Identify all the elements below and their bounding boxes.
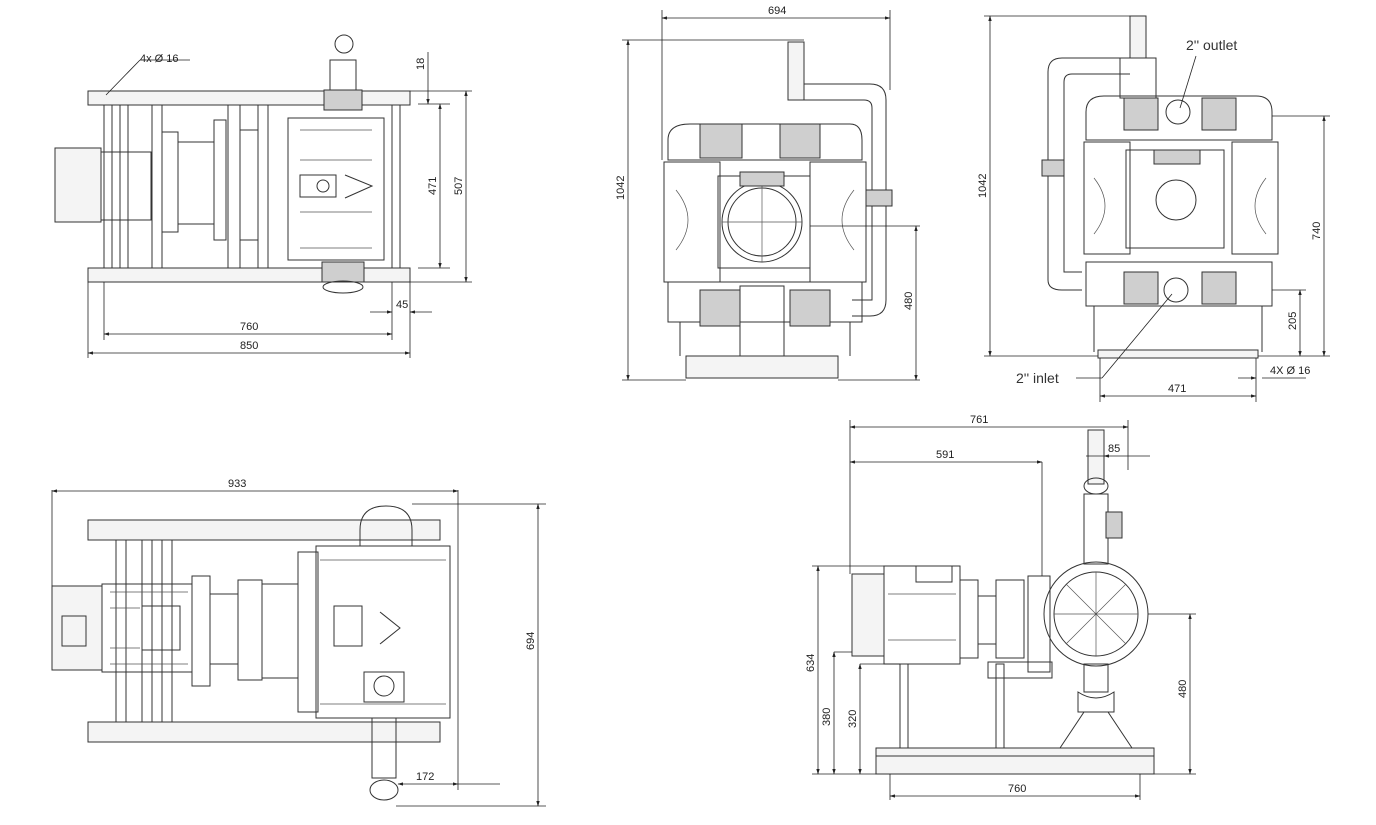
bottom-plan-view: 933 694 172 [51,478,546,807]
side-dim-chamber: 740 [1311,222,1323,240]
holes-label: 4x Ø 16 [140,53,179,65]
side-elevation-view: 2'' outlet 2'' inlet 4X Ø 16 1042 740 20… [977,15,1330,402]
motor-dim-total: 761 [970,414,988,426]
side-motor-view: 761 591 85 634 380 320 480 760 [805,414,1196,800]
dim-overhang: 45 [396,299,408,311]
dim-top-gap: 18 [415,58,427,70]
plan-dim-offset: 172 [416,771,434,783]
dim-inner-height: 471 [427,177,439,195]
plan-dim-length: 933 [228,478,246,490]
side-holes-label: 4X Ø 16 [1270,365,1310,377]
side-dim-height: 1042 [977,174,989,198]
motor-dim-height: 634 [805,654,817,672]
motor-dim-pump: 591 [936,449,954,461]
motor-dim-base: 380 [821,708,833,726]
dim-outer-length: 850 [240,340,258,352]
motor-dim-shaft: 320 [847,710,859,728]
motor-dim-base-length: 760 [1008,783,1026,795]
top-plan-view: 4x Ø 16 18 471 507 45 760 850 [54,34,472,358]
motor-dim-center: 480 [1177,680,1189,698]
motor-dim-pipe: 85 [1108,443,1120,455]
outlet-label: 2'' outlet [1186,37,1237,53]
dim-outer-height: 507 [453,177,465,195]
front-elevation-view: 694 1042 480 [615,5,920,381]
front-dim-width: 694 [768,5,786,17]
front-dim-height: 1042 [615,176,627,200]
dim-inner-length: 760 [240,321,258,333]
front-dim-inlet: 480 [903,292,915,310]
plan-dim-width: 694 [525,632,537,650]
side-dim-inlet: 205 [1287,312,1299,330]
side-dim-base: 471 [1168,383,1186,395]
inlet-label: 2'' inlet [1016,370,1059,386]
